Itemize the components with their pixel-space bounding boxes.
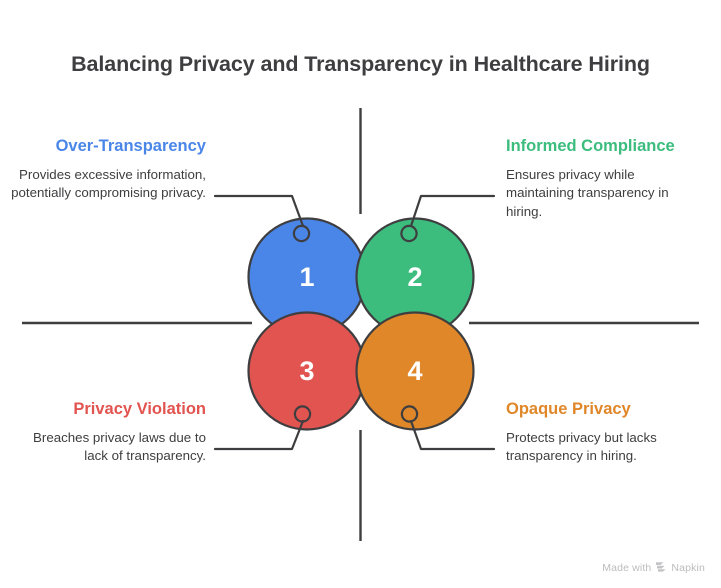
quadrant-description-1: Provides excessive information, potentia… [11,167,206,201]
quadrant-block-1: Over-Transparency Provides excessive inf… [6,136,206,203]
quadrant-label-1: Over-Transparency [55,137,206,155]
connector-ring-quadrant-3 [293,405,312,423]
quadrant-description-2: Ensures privacy while maintaining transp… [506,167,669,219]
watermark-prefix: Made with [602,561,652,574]
quadrant-label-2: Informed Compliance [506,137,675,155]
connector-line-quadrant-2 [409,194,496,228]
page-title: Balancing Privacy and Transparency in He… [71,52,650,76]
connector-ring-quadrant-2 [400,224,418,243]
venn-circles [247,217,475,431]
quadrant-description-3: Breaches privacy laws due to lack of tra… [33,430,206,464]
quadrant-block-4: Opaque Privacy Protects privacy but lack… [506,399,706,466]
watermark-brand: Napkin [671,561,705,574]
connector-ring-quadrant-1 [292,224,311,243]
connector-line-quadrant-1 [213,194,305,228]
axis-lines [22,108,699,541]
circle-quadrant-3[interactable] [247,311,367,431]
connector-lines [213,194,496,451]
watermark[interactable]: Made with Napkin [602,561,705,574]
quadrant-label-3: Privacy Violation [73,400,206,418]
circle-quadrant-4[interactable] [355,311,475,431]
quadrant-label-4: Opaque Privacy [506,400,631,418]
connector-ring-quadrant-4 [400,405,419,423]
napkin-logo-icon [655,561,667,574]
quadrant-block-2: Informed Compliance Ensures privacy whil… [506,136,706,221]
quadrant-block-3: Privacy Violation Breaches privacy laws … [6,399,206,466]
quadrant-description-4: Protects privacy but lacks transparency … [506,430,657,464]
connector-line-quadrant-3 [213,419,305,451]
connector-line-quadrant-4 [409,419,496,451]
